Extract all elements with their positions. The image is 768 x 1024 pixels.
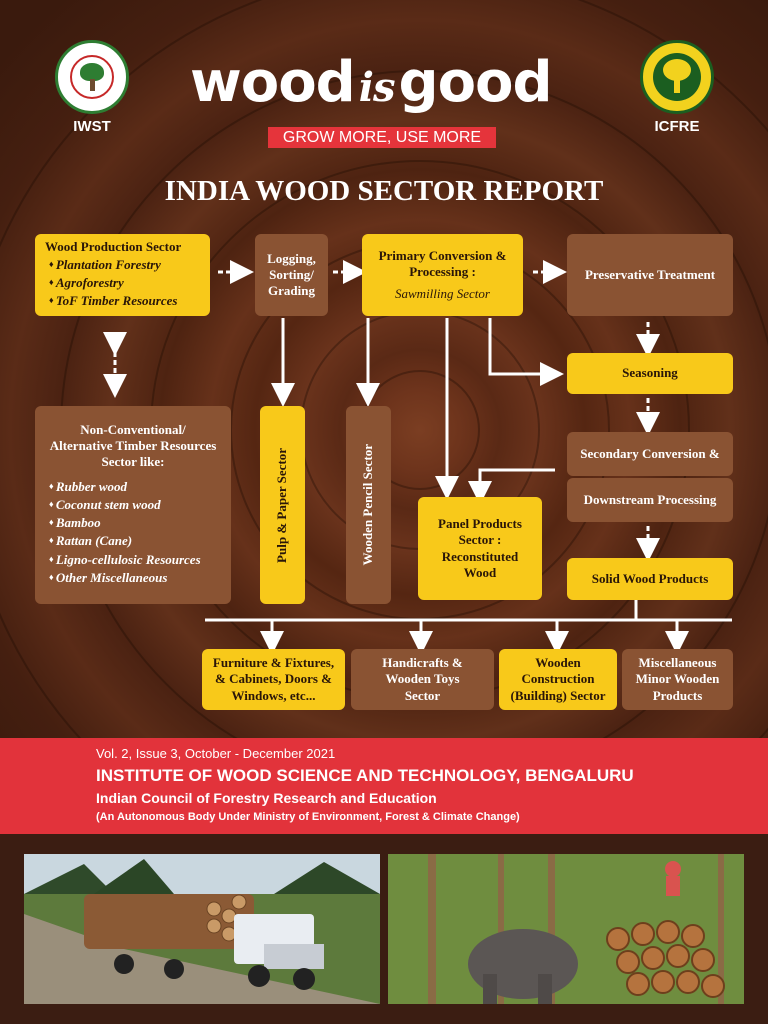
list-item: Agroforestry [49,275,210,291]
misc-products-box: Miscellaneous Minor Wooden Products [622,649,733,710]
solid-wood-box: Solid Wood Products [567,558,733,600]
brand-good: good [398,50,552,115]
brand-wood: wood [190,50,356,115]
list-item: Rattan (Cane) [49,533,231,549]
flow-connectors [103,260,732,655]
primary-conversion-sub: Sawmilling Sector [395,286,490,302]
non-conventional-box: Non-Conventional/ Alternative Timber Res… [35,406,231,604]
preservative-box: Preservative Treatment [567,234,733,316]
iwst-caption: IWST [73,118,111,135]
icfre-logo [640,40,714,114]
autonomous-note: (An Autonomous Body Under Ministry of En… [96,811,520,823]
list-item: Bamboo [49,515,231,531]
secondary-conversion-box: Secondary Conversion & [567,432,733,476]
logging-box: Logging, Sorting/ Grading [255,234,328,316]
pulp-paper-box: Pulp & Paper Sector [260,406,305,604]
icfre-caption: ICFRE [654,118,700,135]
list-item: Rubber wood [49,479,231,495]
non-conventional-title: Non-Conventional/ Alternative Timber Res… [49,421,217,470]
footer-band: Vol. 2, Issue 3, October - December 2021… [0,738,768,834]
wood-production-title: Wood Production Sector [45,238,182,254]
wooden-pencil-label: Wooden Pencil Sector [360,444,376,566]
handicrafts-box: Handicrafts & Wooden Toys Sector [351,649,494,710]
list-item: Other Miscellaneous [49,570,231,586]
tagline: GROW MORE, USE MORE [268,127,496,148]
institute-name: INSTITUTE OF WOOD SCIENCE AND TECHNOLOGY… [96,766,634,785]
downstream-box: Downstream Processing [567,478,733,522]
seasoning-box: Seasoning [567,353,733,394]
primary-conversion-box: Primary Conversion & Processing : Sawmil… [362,234,523,316]
council-name: Indian Council of Forestry Research and … [96,790,437,806]
list-item: Ligno-cellulosic Resources [49,552,231,568]
pulp-paper-label: Pulp & Paper Sector [274,447,290,563]
wood-production-box: Wood Production Sector Plantation Forest… [35,234,210,316]
wood-production-list: Plantation Forestry Agroforestry ToF Tim… [45,255,210,312]
iwst-logo [55,40,129,114]
list-item: ToF Timber Resources [49,293,210,309]
list-item: Coconut stem wood [49,497,231,513]
panel-products-box: Panel Products Sector : Reconstituted Wo… [418,497,542,600]
non-conventional-list: Rubber wood Coconut stem wood Bamboo Rat… [35,477,231,589]
photo-strip [0,834,768,1024]
issue-info: Vol. 2, Issue 3, October - December 2021 [96,746,336,761]
furniture-box: Furniture & Fixtures, & Cabinets, Doors … [202,649,345,710]
list-item: Plantation Forestry [49,257,210,273]
primary-conversion-title: Primary Conversion & Processing : [378,247,507,279]
logging-truck-photo [24,854,380,1004]
elephant-logs-photo [388,854,744,1004]
wooden-construction-box: Wooden Construction (Building) Sector [499,649,617,710]
report-title: INDIA WOOD SECTOR REPORT [164,175,604,207]
wooden-pencil-box: Wooden Pencil Sector [346,406,391,604]
brand-is: is [358,64,396,111]
